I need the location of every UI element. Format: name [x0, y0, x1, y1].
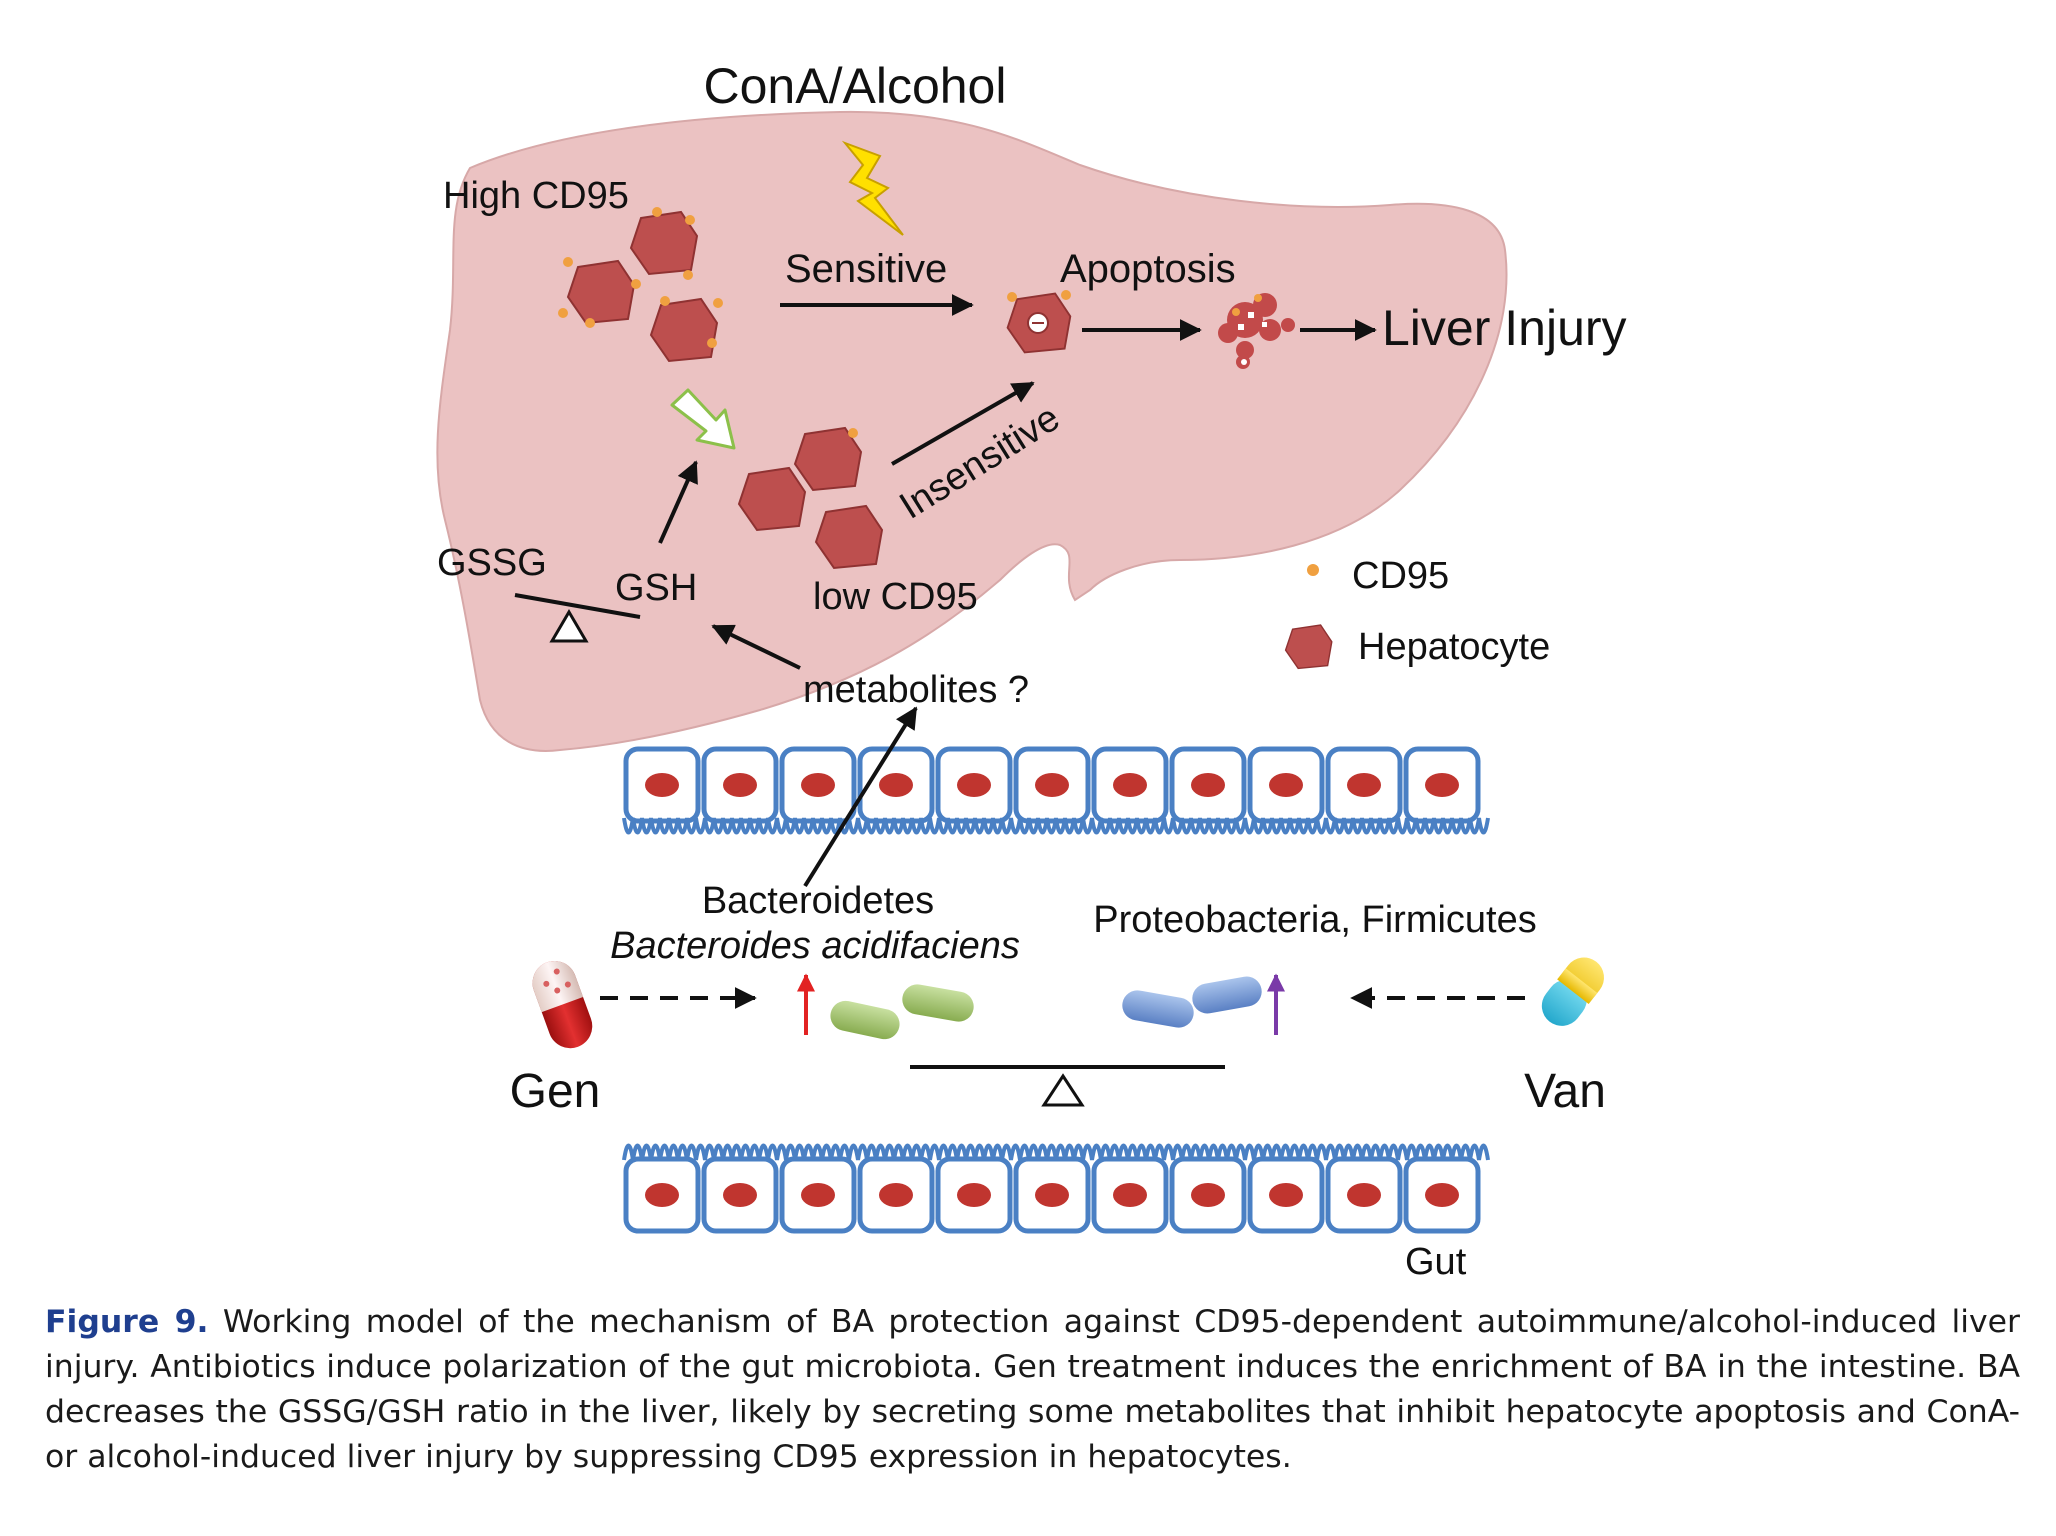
gut-epithelial-cell — [704, 1159, 776, 1231]
gut-epithelial-cell — [1172, 1159, 1244, 1231]
metabolites-to-gsh-arrow — [711, 624, 801, 670]
figure-label: Figure 9. — [45, 1304, 209, 1340]
gut-epithelial-cell — [860, 749, 932, 821]
gut-epithelial-cell — [938, 749, 1010, 821]
gut-epithelial-cell — [1406, 749, 1478, 821]
lower-gut-epithelium — [622, 1143, 1490, 1232]
gut-epithelial-cell — [1016, 1159, 1088, 1231]
bacteroidetes-label: Bacteroidetes — [702, 880, 934, 922]
diagram-title: ConA/Alcohol — [704, 58, 1007, 114]
gut-epithelial-cell — [860, 1159, 932, 1231]
bacteroides-label: Bacteroides acidifaciens — [610, 925, 1020, 967]
gut-epithelial-cell — [626, 749, 698, 821]
gut-epithelial-cell — [626, 1159, 698, 1231]
metabolites-label: metabolites ? — [803, 669, 1029, 711]
gut-epithelial-cell — [1016, 749, 1088, 821]
microbiota-fulcrum-icon — [1041, 1073, 1085, 1107]
upper-gut-epithelium — [622, 749, 1490, 835]
gut-epithelial-cell — [1250, 749, 1322, 821]
gut-epithelial-cell — [1328, 749, 1400, 821]
gut-epithelial-cell — [782, 1159, 854, 1231]
high-cd95-hepatocytes — [558, 207, 723, 362]
low-cd95-label: low CD95 — [813, 576, 978, 618]
gut-epithelial-cell — [704, 749, 776, 821]
gut-epithelial-cell — [1094, 749, 1166, 821]
gut-label: Gut — [1405, 1241, 1467, 1283]
gssg-gsh-balance-beam — [514, 593, 641, 619]
apoptotic-hepatocyte — [1006, 290, 1072, 354]
proteobacteria-bacteria-icon — [1122, 976, 1262, 1028]
insensitive-arrow — [891, 381, 1035, 466]
cd95-legend-dot-icon — [1307, 564, 1319, 576]
balance-fulcrum-icon — [549, 609, 589, 643]
gen-label: Gen — [510, 1065, 601, 1118]
liver-injury-label: Liver Injury — [1382, 300, 1627, 356]
caption-text: Working model of the mechanism of BA pro… — [45, 1304, 2020, 1475]
gut-epithelial-cell — [1250, 1159, 1322, 1231]
van-label: Van — [1524, 1065, 1606, 1118]
villi-brush-border — [622, 817, 1490, 835]
apoptosis-label: Apoptosis — [1060, 247, 1236, 291]
proteobacteria-label: Proteobacteria, Firmicutes — [1093, 899, 1537, 941]
gut-epithelial-cell — [1328, 1159, 1400, 1231]
gut-epithelial-cell — [782, 749, 854, 821]
gsh-label: GSH — [615, 567, 697, 609]
figure-caption: Figure 9. Working model of the mechanism… — [45, 1300, 2020, 1480]
hepatocyte-legend-icon — [1284, 624, 1333, 670]
legend: CD95 Hepatocyte — [1284, 555, 1550, 670]
apoptotic-bodies-icon — [1218, 293, 1295, 369]
high-cd95-label: High CD95 — [443, 175, 629, 217]
open-arrow-icon — [670, 388, 736, 450]
lightning-icon — [841, 140, 904, 236]
gsh-up-arrow — [658, 460, 698, 544]
gut-epithelial-cell — [1406, 1159, 1478, 1231]
gen-pill-icon — [532, 960, 593, 1049]
van-pill-icon — [1541, 957, 1605, 1026]
bacteroides-bacteria-icon — [830, 984, 974, 1040]
bacteria-to-metabolites-arrow — [803, 706, 918, 888]
sensitive-label: Sensitive — [785, 247, 947, 291]
gut-epithelial-cell — [1172, 749, 1244, 821]
legend-cd95-label: CD95 — [1352, 555, 1449, 597]
working-model-diagram: ConA/Alcohol High CD95 Sensitive Apoptos… — [436, 58, 1627, 1283]
gut-epithelial-cell — [938, 1159, 1010, 1231]
legend-hepatocyte-label: Hepatocyte — [1358, 626, 1550, 668]
gut-epithelial-cell — [1094, 1159, 1166, 1231]
liver-shape — [436, 110, 1508, 752]
gssg-label: GSSG — [437, 542, 547, 584]
low-cd95-hepatocytes — [738, 427, 883, 569]
